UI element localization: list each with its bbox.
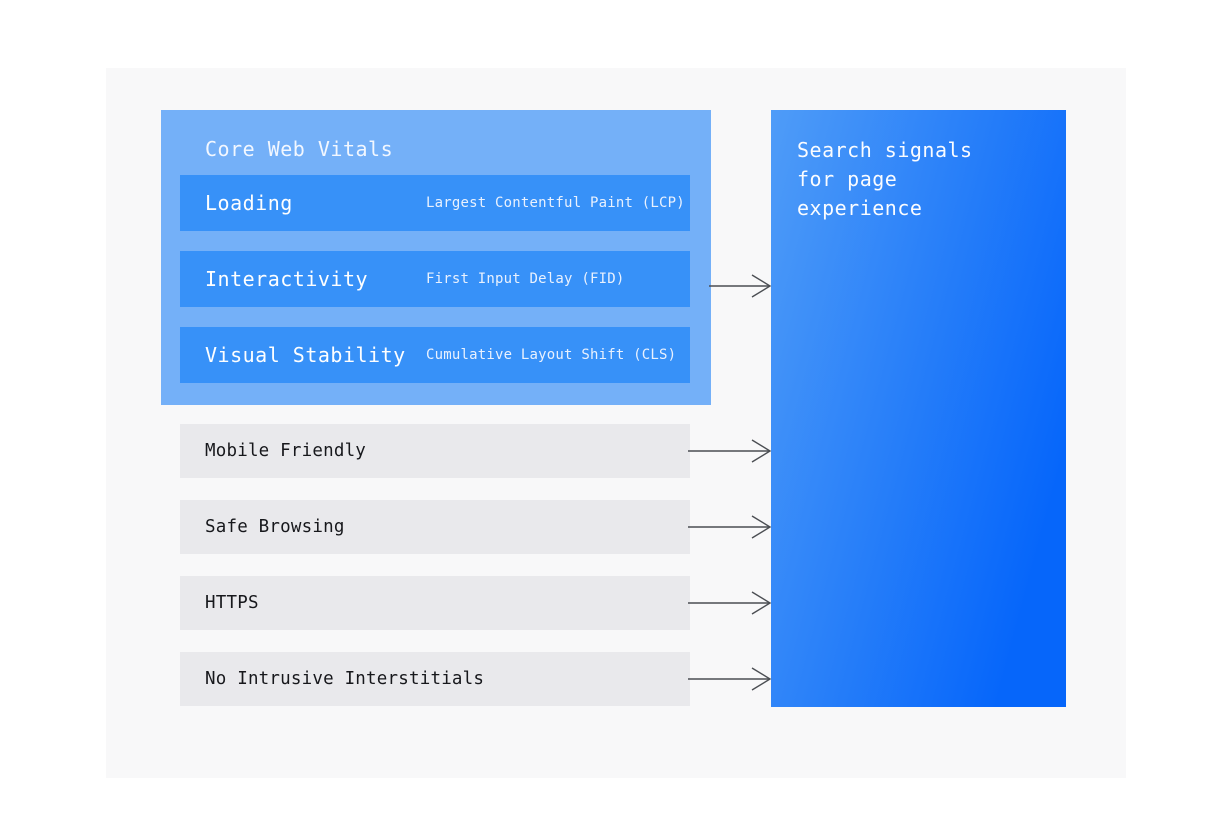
cwv-row-loading: Loading Largest Contentful Paint (LCP) — [180, 175, 690, 231]
search-signals-box: Search signals for page experience — [771, 110, 1066, 707]
cwv-row-interactivity-label: Interactivity — [205, 267, 369, 291]
search-signals-label: Search signals for page experience — [797, 138, 973, 220]
core-web-vitals-title: Core Web Vitals — [205, 137, 394, 161]
cwv-row-visual-stability: Visual Stability Cumulative Layout Shift… — [180, 327, 690, 383]
signal-https-label: HTTPS — [205, 593, 259, 613]
signal-safe-browsing: Safe Browsing — [180, 500, 690, 554]
cwv-row-visual-stability-label: Visual Stability — [205, 343, 406, 367]
signal-no-intrusive-interstitials: No Intrusive Interstitials — [180, 652, 690, 706]
signal-mobile-friendly: Mobile Friendly — [180, 424, 690, 478]
core-web-vitals-group: Core Web Vitals Loading Largest Contentf… — [161, 110, 711, 405]
cwv-row-interactivity: Interactivity First Input Delay (FID) — [180, 251, 690, 307]
signal-safe-browsing-label: Safe Browsing — [205, 517, 345, 537]
cwv-row-visual-stability-metric: Cumulative Layout Shift (CLS) — [426, 347, 677, 363]
signal-mobile-friendly-label: Mobile Friendly — [205, 441, 367, 461]
signal-https: HTTPS — [180, 576, 690, 630]
signal-no-intrusive-interstitials-label: No Intrusive Interstitials — [205, 669, 485, 689]
cwv-row-interactivity-metric: First Input Delay (FID) — [426, 271, 625, 287]
cwv-row-loading-metric: Largest Contentful Paint (LCP) — [426, 195, 685, 211]
cwv-row-loading-label: Loading — [205, 191, 293, 215]
